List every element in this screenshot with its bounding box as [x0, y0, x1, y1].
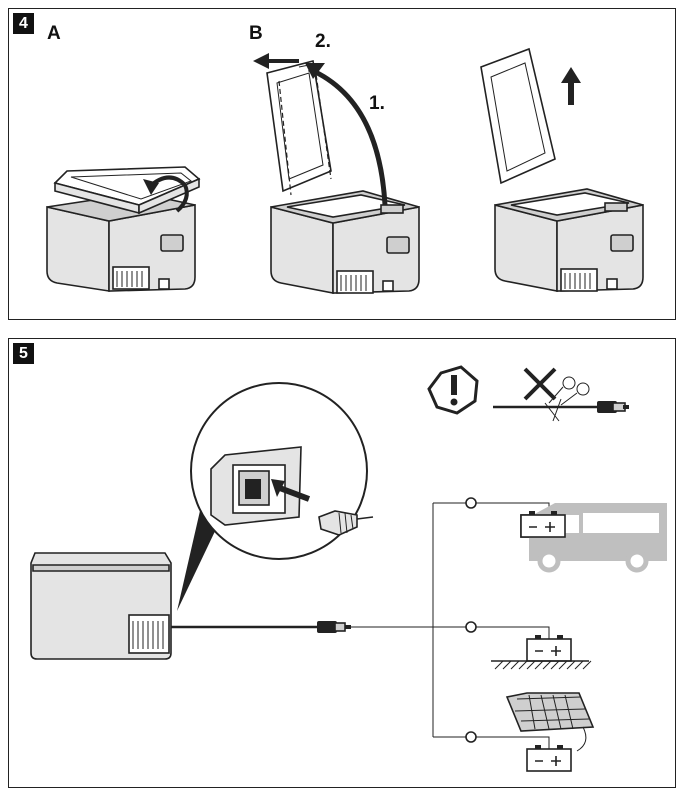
step-4-badge: 4: [13, 13, 34, 34]
van-battery-branch: [465, 497, 667, 573]
label-step-1: 1.: [369, 93, 385, 114]
step-5-badge: 5: [13, 343, 34, 364]
no-cutting-cable-icon: [493, 367, 629, 422]
fridge-a: [46, 166, 201, 292]
fridge-c: [480, 47, 644, 292]
solar-panel-icon: [505, 692, 595, 752]
fridge-connected: [30, 552, 433, 660]
label-step-2: 2.: [315, 31, 331, 52]
solar-battery-branch: [465, 692, 595, 772]
step-4-panel: 4 A B 2. 1.: [8, 8, 676, 320]
label-b: B: [249, 23, 263, 44]
socket-magnifier: [177, 382, 374, 611]
fridge-b: [253, 53, 420, 294]
step-5-panel: 5: [8, 338, 676, 788]
ground-battery-branch: [465, 621, 592, 670]
lid-removal-illustration: [46, 47, 644, 294]
label-a: A: [47, 23, 61, 44]
power-connection-illustration: [30, 365, 667, 772]
exclamation-warning-icon: [427, 365, 479, 415]
van-icon: [520, 503, 667, 573]
